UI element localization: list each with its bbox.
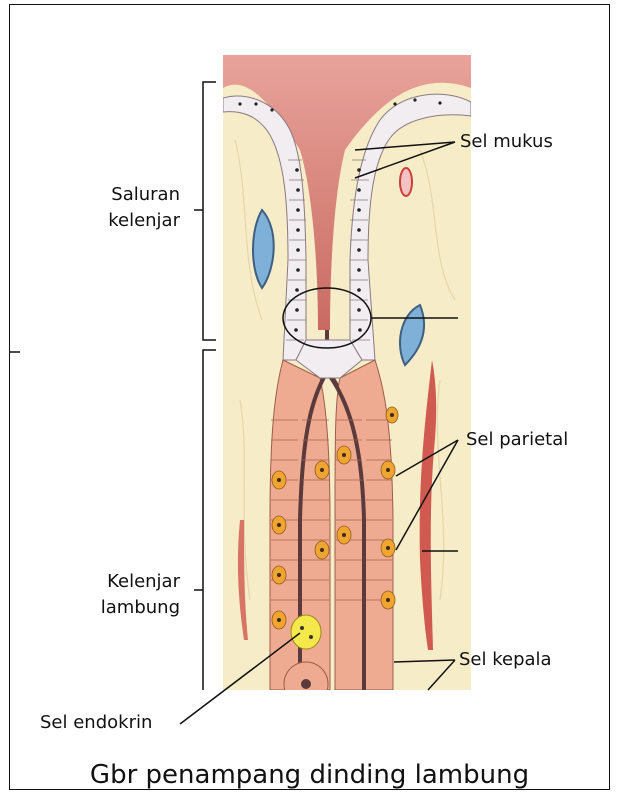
label-lambung: lambung	[70, 596, 180, 620]
label-sel-mukus: Sel mukus	[460, 130, 553, 154]
label-sel-endokrin: Sel endokrin	[40, 711, 152, 735]
label-sel-kepala: Sel kepala	[459, 648, 552, 672]
gland-bracket	[203, 350, 216, 690]
label-kelenjar-2: Kelenjar	[70, 570, 180, 594]
label-sel-parietal: Sel parietal	[466, 428, 568, 452]
blood-vessel-red-small	[400, 168, 412, 196]
tissue-section	[223, 55, 471, 706]
endocrine-nucleus	[300, 626, 304, 630]
endocrine-nucleus	[309, 635, 313, 639]
label-saluran: Saluran	[80, 183, 180, 207]
figure-caption: Gbr penampang dinding lambung	[0, 760, 619, 790]
label-kelenjar: kelenjar	[80, 209, 180, 233]
gland-cross-lumen	[301, 679, 311, 689]
duct-bracket	[203, 82, 216, 340]
endocrine-cell	[291, 615, 321, 649]
